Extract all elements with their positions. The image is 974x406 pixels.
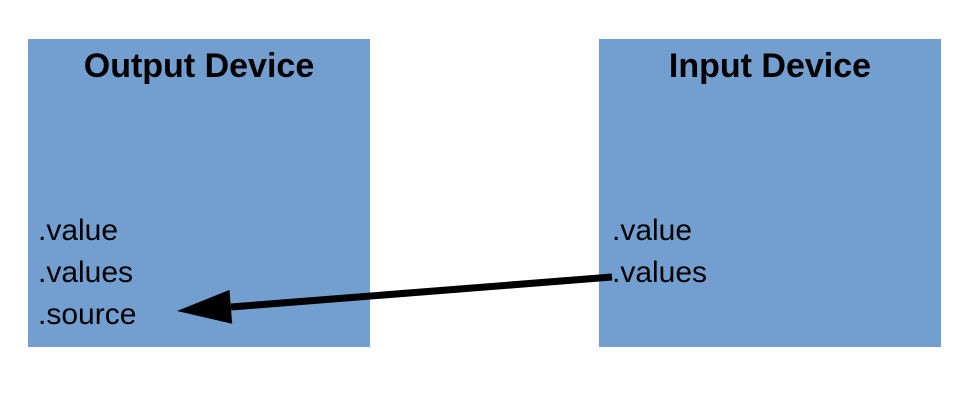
output-device-property-values: .values [38, 256, 134, 289]
input-device-box: Input Device .value .values [599, 39, 941, 347]
output-device-property-source: .source [38, 298, 137, 331]
output-device-box: Output Device .value .values .source [28, 39, 370, 347]
input-device-property-value: .value [612, 214, 693, 247]
input-device-property-values: .values [612, 256, 708, 289]
output-device-property-value: .value [38, 214, 119, 247]
output-device-title: Output Device [83, 47, 315, 85]
output-device-properties: .value .values .source [38, 210, 136, 336]
input-device-title: Input Device [668, 47, 872, 85]
input-device-properties: .value .values [612, 210, 707, 294]
